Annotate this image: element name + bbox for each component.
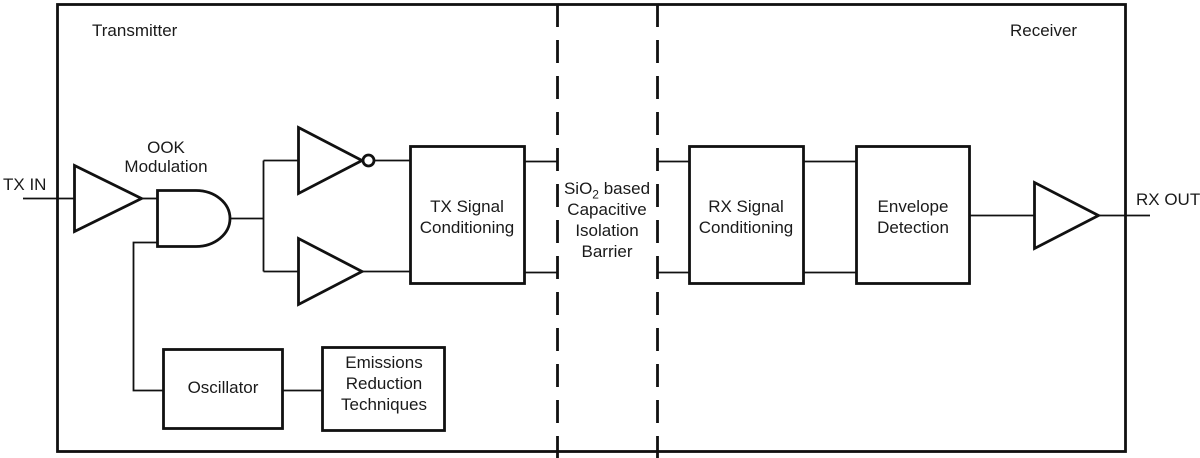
inverter-triangle-icon xyxy=(297,125,366,196)
envelope-detection-box xyxy=(855,145,971,285)
and-gate-icon xyxy=(156,189,232,248)
envelope-line1: Envelope xyxy=(877,197,949,216)
transmitter-label: Transmitter xyxy=(92,21,178,40)
tx-signal-conditioning-label: TX Signal Conditioning xyxy=(420,196,515,238)
output-buffer-triangle-icon xyxy=(1033,180,1102,251)
inverter-bubble-icon xyxy=(361,153,376,168)
oscillator-feedback-wire xyxy=(132,241,164,392)
ook-modulation-label: OOK Modulation xyxy=(124,138,207,176)
oscillator-label: Oscillator xyxy=(187,378,259,397)
emissions-line3: Techniques xyxy=(340,395,428,414)
receiver-label: Receiver xyxy=(1010,21,1078,40)
rx-signal-line1: RX Signal xyxy=(708,197,784,216)
rx-out-label: RX OUT xyxy=(1136,190,1200,209)
tx-in-label: TX IN xyxy=(3,175,47,194)
barrier-line1: SiO2 based xyxy=(563,178,651,202)
envelope-detection-label: Envelope Detection xyxy=(877,196,949,238)
isolation-barrier-label: SiO2 based Capacitive Isolation Barrier xyxy=(564,178,650,262)
barrier-line1-pre: SiO xyxy=(563,179,593,198)
barrier-line1-subscript: 2 xyxy=(592,187,599,202)
tx-signal-line1: TX Signal xyxy=(430,197,504,216)
emissions-line2: Reduction xyxy=(345,374,423,393)
emissions-reduction-label: Emissions Reduction Techniques xyxy=(341,352,427,415)
rx-signal-line2: Conditioning xyxy=(698,218,794,237)
ook-modulation-line1: OOK xyxy=(147,138,185,157)
tx-signal-conditioning-box xyxy=(409,145,526,285)
barrier-line3: Isolation xyxy=(575,221,639,240)
tx-signal-line2: Conditioning xyxy=(419,218,515,237)
barrier-line2: Capacitive xyxy=(567,200,647,219)
barrier-line1-post: based xyxy=(598,179,651,198)
oscillator-box xyxy=(162,348,284,430)
emissions-reduction-box xyxy=(321,346,446,432)
ook-modulation-line2: Modulation xyxy=(124,157,208,176)
rx-signal-conditioning-box xyxy=(688,145,805,285)
barrier-line4: Barrier xyxy=(581,242,633,261)
rx-signal-conditioning-label: RX Signal Conditioning xyxy=(699,196,794,238)
input-buffer-triangle-icon xyxy=(73,163,145,234)
buffer2-triangle-icon xyxy=(297,236,366,307)
envelope-line2: Detection xyxy=(877,218,949,237)
emissions-line1: Emissions xyxy=(345,353,423,372)
